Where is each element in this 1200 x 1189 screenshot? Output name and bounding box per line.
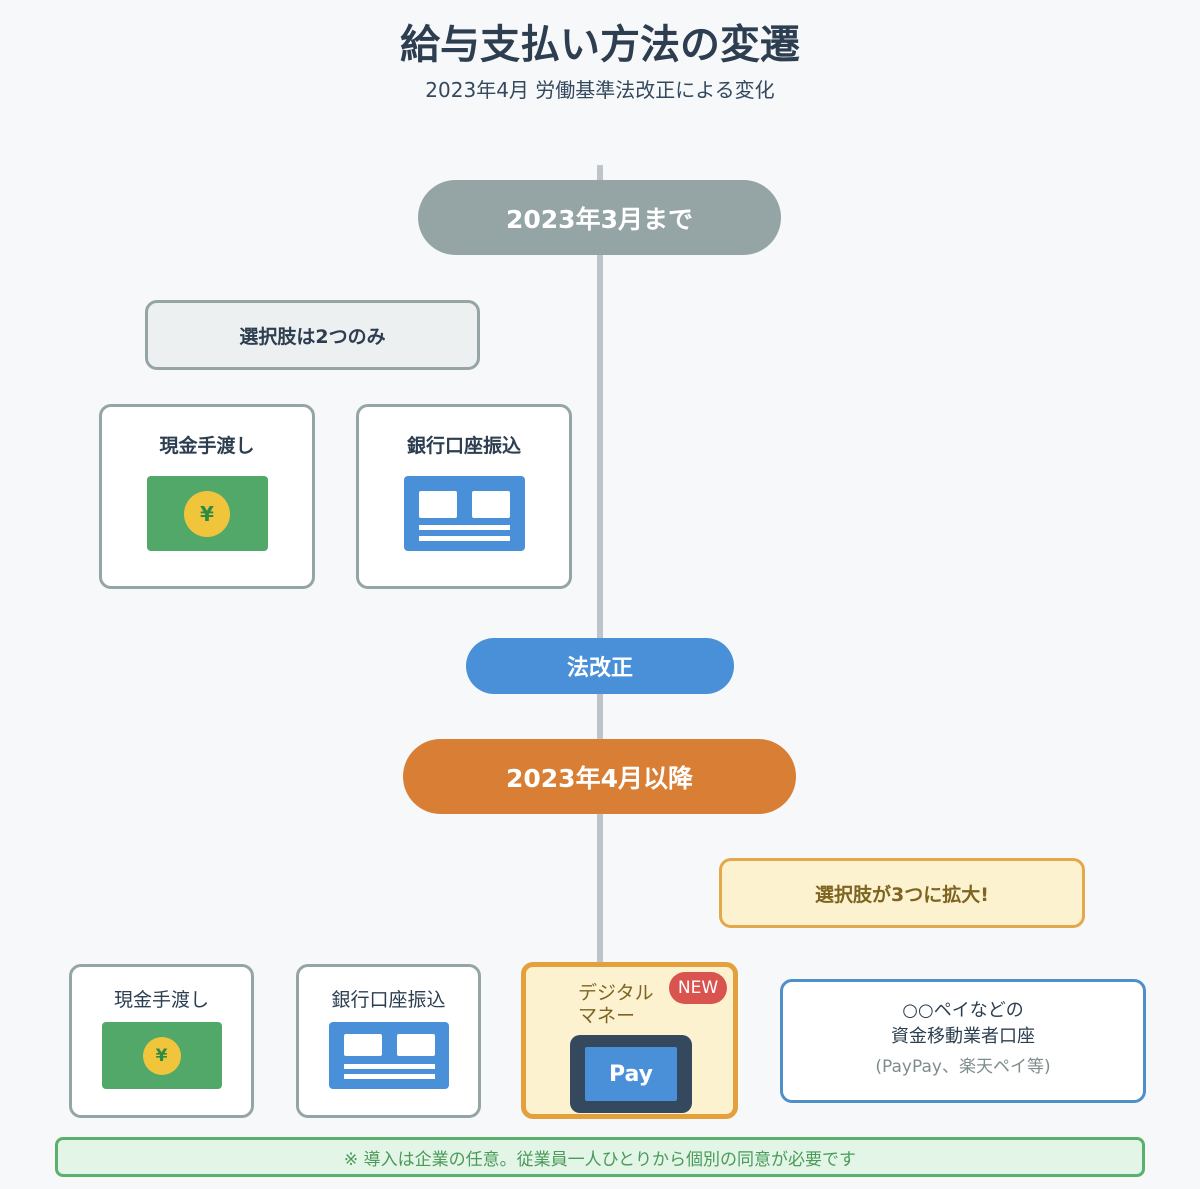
before-options-note: 選択肢は2つのみ	[145, 300, 480, 370]
detail-examples: (PayPay、楽天ペイ等)	[875, 1057, 1051, 1077]
new-badge: NEW	[669, 972, 727, 1004]
digital-money-detail: ○○ペイなどの 資金移動業者口座 (PayPay、楽天ペイ等)	[780, 979, 1146, 1103]
after-method-cash: 現金手渡し ¥	[69, 964, 254, 1118]
bank-card-icon	[403, 476, 525, 551]
footer-note: ※ 導入は企業の任意。従業員一人ひとりから個別の同意が必要です	[55, 1137, 1145, 1177]
yen-coin-icon: ¥	[142, 1036, 181, 1075]
cash-yen-icon: ¥	[146, 476, 268, 551]
method-label: 銀行口座振込	[406, 435, 521, 457]
detail-line: 資金移動業者口座	[891, 1026, 1035, 1047]
before-method-cash: 現金手渡し ¥	[99, 404, 315, 589]
yen-coin-icon: ¥	[184, 490, 230, 537]
period-before-pill: 2023年3月まで	[418, 180, 781, 255]
after-method-bank: 銀行口座振込	[296, 964, 481, 1118]
law-change-pill: 法改正	[466, 638, 734, 694]
after-options-note: 選択肢が3つに拡大!	[719, 858, 1085, 928]
page-title: 給与支払い方法の変遷	[400, 22, 800, 68]
method-label: 銀行口座振込	[331, 989, 446, 1011]
cash-yen-icon: ¥	[101, 1022, 222, 1089]
method-label: 現金手渡し	[113, 989, 209, 1011]
detail-line: ○○ペイなどの	[902, 1000, 1024, 1021]
method-label: 現金手渡し	[159, 435, 255, 457]
pay-screen: Pay	[585, 1047, 677, 1101]
period-after-pill: 2023年4月以降	[403, 739, 796, 814]
method-label: デジタル マネー	[578, 982, 654, 1027]
before-method-bank: 銀行口座振込	[356, 404, 572, 589]
after-method-digital-money: デジタル マネー NEW Pay	[521, 962, 738, 1119]
timeline-line	[597, 165, 603, 965]
page-subtitle: 2023年4月 労働基準法改正による変化	[425, 78, 775, 102]
smartphone-pay-icon: Pay	[570, 1035, 692, 1113]
bank-card-icon	[328, 1022, 449, 1089]
